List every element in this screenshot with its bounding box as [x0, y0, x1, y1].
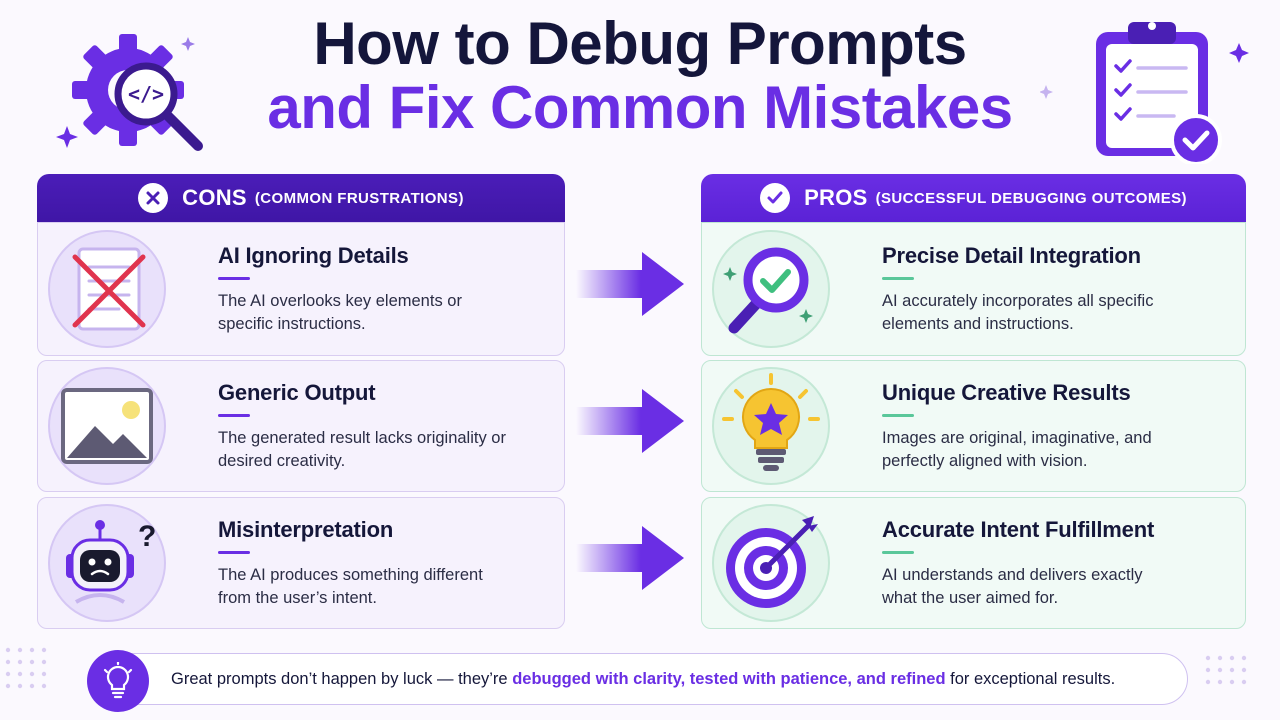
card-description: Images are original, imaginative, and pe… — [882, 428, 1152, 470]
arrow-right-icon — [576, 526, 684, 590]
footer-highlight: debugged with clarity, tested with patie… — [512, 669, 946, 688]
cons-card-ignoring-details: AI Ignoring Details The AI overlooks key… — [37, 222, 565, 356]
card-title: Unique Creative Results — [882, 379, 1131, 405]
image-placeholder-icon — [48, 367, 166, 485]
card-description: AI accurately incorporates all specific … — [882, 291, 1154, 333]
pros-card-intent-fulfillment: Accurate Intent Fulfillment AI understan… — [701, 497, 1246, 629]
pros-card-text: Precise Detail Integration AI accurately… — [882, 243, 1172, 336]
pros-card-text: Accurate Intent Fulfillment AI understan… — [882, 517, 1172, 610]
title-underline — [218, 413, 250, 417]
cons-header-subtitle: (COMMON FRUSTRATIONS) — [254, 189, 464, 207]
decorative-dots-left — [5, 647, 47, 689]
cons-header-title: CONS — [182, 185, 247, 210]
card-title: AI Ignoring Details — [218, 242, 409, 268]
title-underline — [218, 550, 250, 554]
card-title: Generic Output — [218, 379, 376, 405]
svg-text:?: ? — [138, 520, 156, 553]
pros-card-detail-integration: Precise Detail Integration AI accurately… — [701, 222, 1246, 356]
footer-tip-banner: Great prompts don’t happen by luck — the… — [87, 650, 1188, 712]
page-title: How to Debug Prompts and Fix Common Mist… — [230, 14, 1050, 138]
pros-card-creative-results: Unique Creative Results Images are origi… — [701, 360, 1246, 492]
title-underline — [882, 550, 914, 554]
lightbulb-icon — [87, 650, 149, 712]
cons-column: CONS (COMMON FRUSTRATIONS) AI Ignoring D… — [37, 174, 565, 629]
card-description: The AI overlooks key elements or specifi… — [218, 291, 462, 333]
card-title: Accurate Intent Fulfillment — [882, 516, 1155, 542]
arrow-right-icon — [576, 389, 684, 453]
footer-text-start: Great prompts don’t happen by luck — the… — [171, 669, 513, 688]
check-circle-icon — [760, 183, 791, 213]
lightbulb-star-icon — [712, 367, 830, 485]
cons-header: CONS (COMMON FRUSTRATIONS) — [37, 174, 565, 222]
footer-text-end: for exceptional results. — [945, 669, 1116, 688]
gear-code-magnifier-icon: </> — [56, 34, 203, 151]
magnifier-check-icon — [712, 230, 830, 348]
pros-header-title: PROS — [804, 185, 868, 210]
cons-card-text: Misinterpretation The AI produces someth… — [218, 517, 508, 610]
confused-robot-icon: ? — [48, 504, 166, 622]
title-underline — [218, 276, 250, 280]
target-arrow-icon — [712, 504, 830, 622]
pros-header: PROS (SUCCESSFUL DEBUGGING OUTCOMES) — [701, 174, 1246, 222]
card-title: Misinterpretation — [218, 516, 394, 542]
title-underline — [882, 413, 914, 417]
arrow-right-icon — [576, 252, 684, 316]
footer-text: Great prompts don’t happen by luck — the… — [171, 670, 1115, 689]
x-circle-icon — [138, 183, 169, 213]
cons-card-text: Generic Output The generated result lack… — [218, 380, 508, 473]
card-title: Precise Detail Integration — [882, 242, 1141, 268]
cons-card-generic-output: Generic Output The generated result lack… — [37, 360, 565, 492]
cons-card-misinterpretation: ? Misinterpretation The AI produces some… — [37, 497, 565, 629]
pros-header-subtitle: (SUCCESSFUL DEBUGGING OUTCOMES) — [875, 189, 1187, 207]
decorative-dots-right — [1205, 655, 1247, 685]
title-line-1: How to Debug Prompts — [313, 10, 967, 77]
card-description: AI understands and delivers exactly what… — [882, 565, 1143, 607]
crossed-document-icon — [48, 230, 166, 348]
svg-text:</>: </> — [128, 82, 164, 106]
card-description: The generated result lacks originality o… — [218, 428, 506, 470]
clipboard-checklist-icon — [1040, 22, 1249, 164]
pros-card-text: Unique Creative Results Images are origi… — [882, 380, 1172, 473]
cons-card-text: AI Ignoring Details The AI overlooks key… — [218, 243, 508, 336]
title-underline — [882, 276, 914, 280]
pros-column: PROS (SUCCESSFUL DEBUGGING OUTCOMES) Pre… — [701, 174, 1246, 629]
card-description: The AI produces something different from… — [218, 565, 483, 607]
title-line-2: and Fix Common Mistakes — [267, 74, 1013, 141]
